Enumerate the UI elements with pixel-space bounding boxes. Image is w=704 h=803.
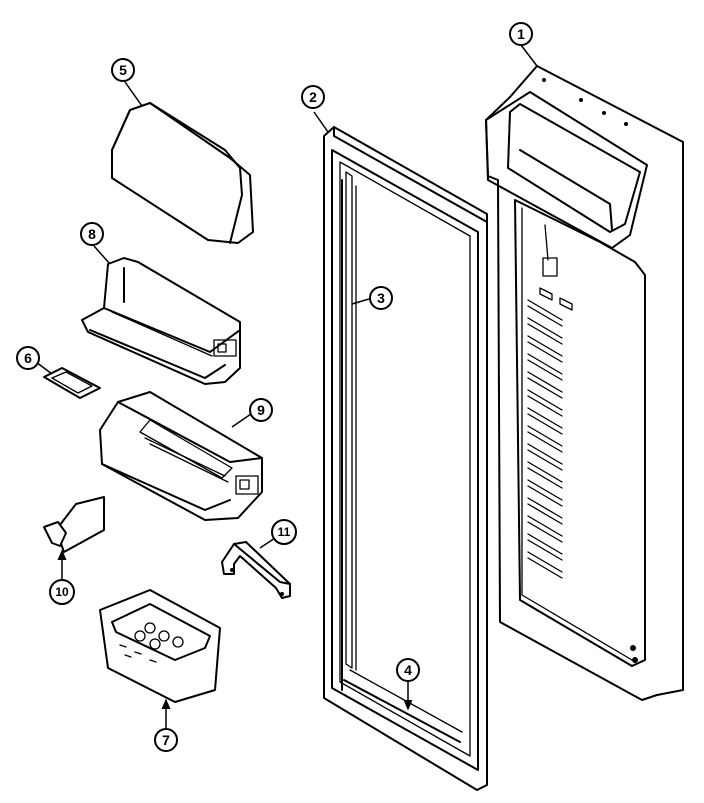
part-7-ice-bucket bbox=[99, 589, 221, 703]
callout-1: 1 bbox=[509, 22, 533, 46]
callout-10-label: 10 bbox=[55, 585, 69, 599]
leader-lines bbox=[35, 44, 538, 728]
callout-7: 7 bbox=[154, 728, 178, 752]
callout-10: 10 bbox=[49, 579, 75, 605]
part-2-door-gasket bbox=[323, 126, 488, 791]
part-3-breaker-strip bbox=[341, 179, 357, 691]
callout-6-label: 6 bbox=[24, 350, 32, 366]
callout-4-label: 4 bbox=[404, 662, 412, 678]
callout-2: 2 bbox=[301, 85, 325, 109]
part-5-dairy-cover bbox=[111, 102, 254, 244]
part-10-latch bbox=[43, 496, 105, 553]
part-11-bracket bbox=[221, 541, 291, 599]
callout-1-label: 1 bbox=[517, 26, 525, 42]
part-8-door-bin bbox=[81, 257, 241, 385]
part-9-door-bin bbox=[99, 391, 263, 521]
part-1-door-liner bbox=[485, 65, 684, 701]
callout-9-label: 9 bbox=[257, 402, 265, 418]
callout-5: 5 bbox=[111, 58, 135, 82]
callout-3: 3 bbox=[369, 286, 393, 310]
callout-5-label: 5 bbox=[119, 62, 127, 78]
door-ribs bbox=[527, 287, 573, 579]
callout-8: 8 bbox=[80, 222, 104, 246]
callout-7-label: 7 bbox=[162, 732, 170, 748]
callout-11: 11 bbox=[271, 519, 297, 545]
part-6-clip bbox=[43, 367, 101, 399]
callout-6: 6 bbox=[16, 346, 40, 370]
callout-11-label: 11 bbox=[278, 525, 291, 539]
callout-8-label: 8 bbox=[88, 226, 96, 242]
callout-4: 4 bbox=[396, 658, 420, 682]
callout-3-label: 3 bbox=[377, 290, 385, 306]
callout-2-label: 2 bbox=[309, 89, 317, 105]
callout-9: 9 bbox=[249, 398, 273, 422]
